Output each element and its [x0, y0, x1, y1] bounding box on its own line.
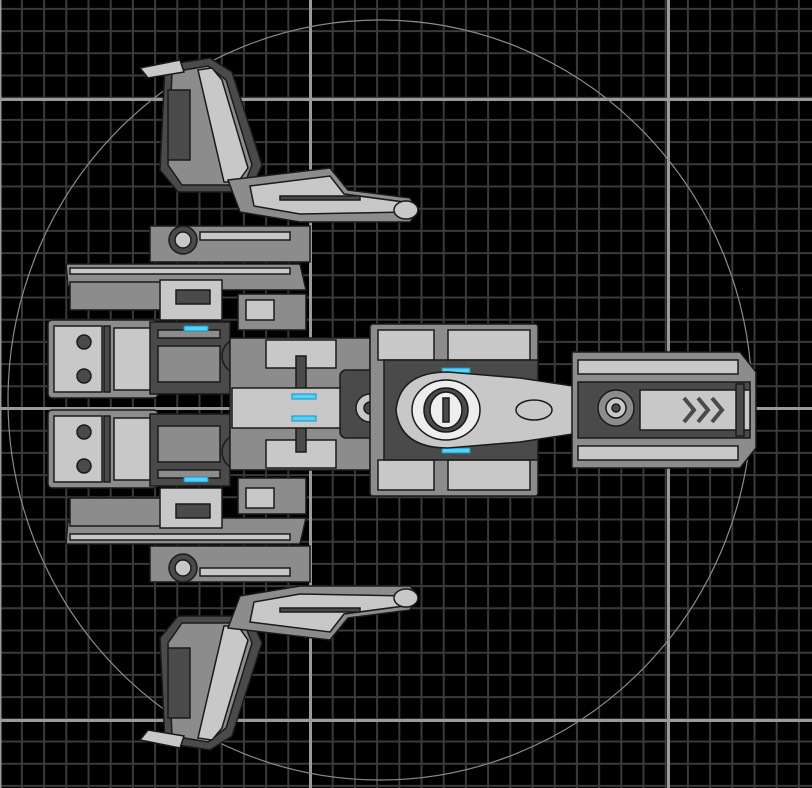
- main-cannon: [571, 351, 757, 469]
- cockpit: [411, 379, 553, 441]
- upper-engine: [47, 225, 311, 399]
- spaceship-sprite[interactable]: [47, 57, 757, 751]
- core-hull: [229, 337, 385, 471]
- lower-wing: [138, 585, 419, 751]
- chevron-markings: [682, 396, 725, 424]
- lower-engine: [47, 409, 311, 583]
- upper-wing: [138, 57, 419, 223]
